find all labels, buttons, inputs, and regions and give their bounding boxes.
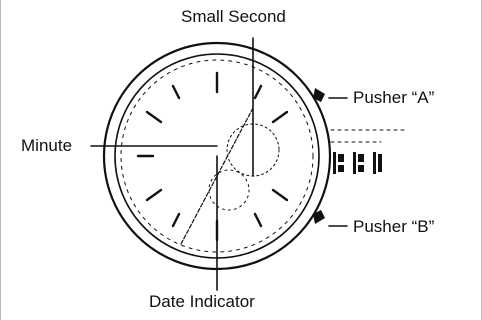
dial-inner-ring (120, 59, 314, 253)
hand-hour (180, 107, 254, 245)
label-pusher-a: Pusher “A” (353, 88, 435, 107)
label-small-second: Small Second (181, 7, 286, 26)
label-date-indicator: Date Indicator (149, 292, 255, 311)
pusher-b (313, 210, 325, 224)
date-subdial (208, 169, 250, 211)
pushers (313, 88, 325, 224)
label-pusher-b: Pusher “B” (353, 217, 435, 236)
pusher-a (313, 88, 325, 102)
hour-markers (136, 71, 289, 242)
label-minute: Minute (21, 136, 73, 155)
crown-links (333, 152, 382, 174)
